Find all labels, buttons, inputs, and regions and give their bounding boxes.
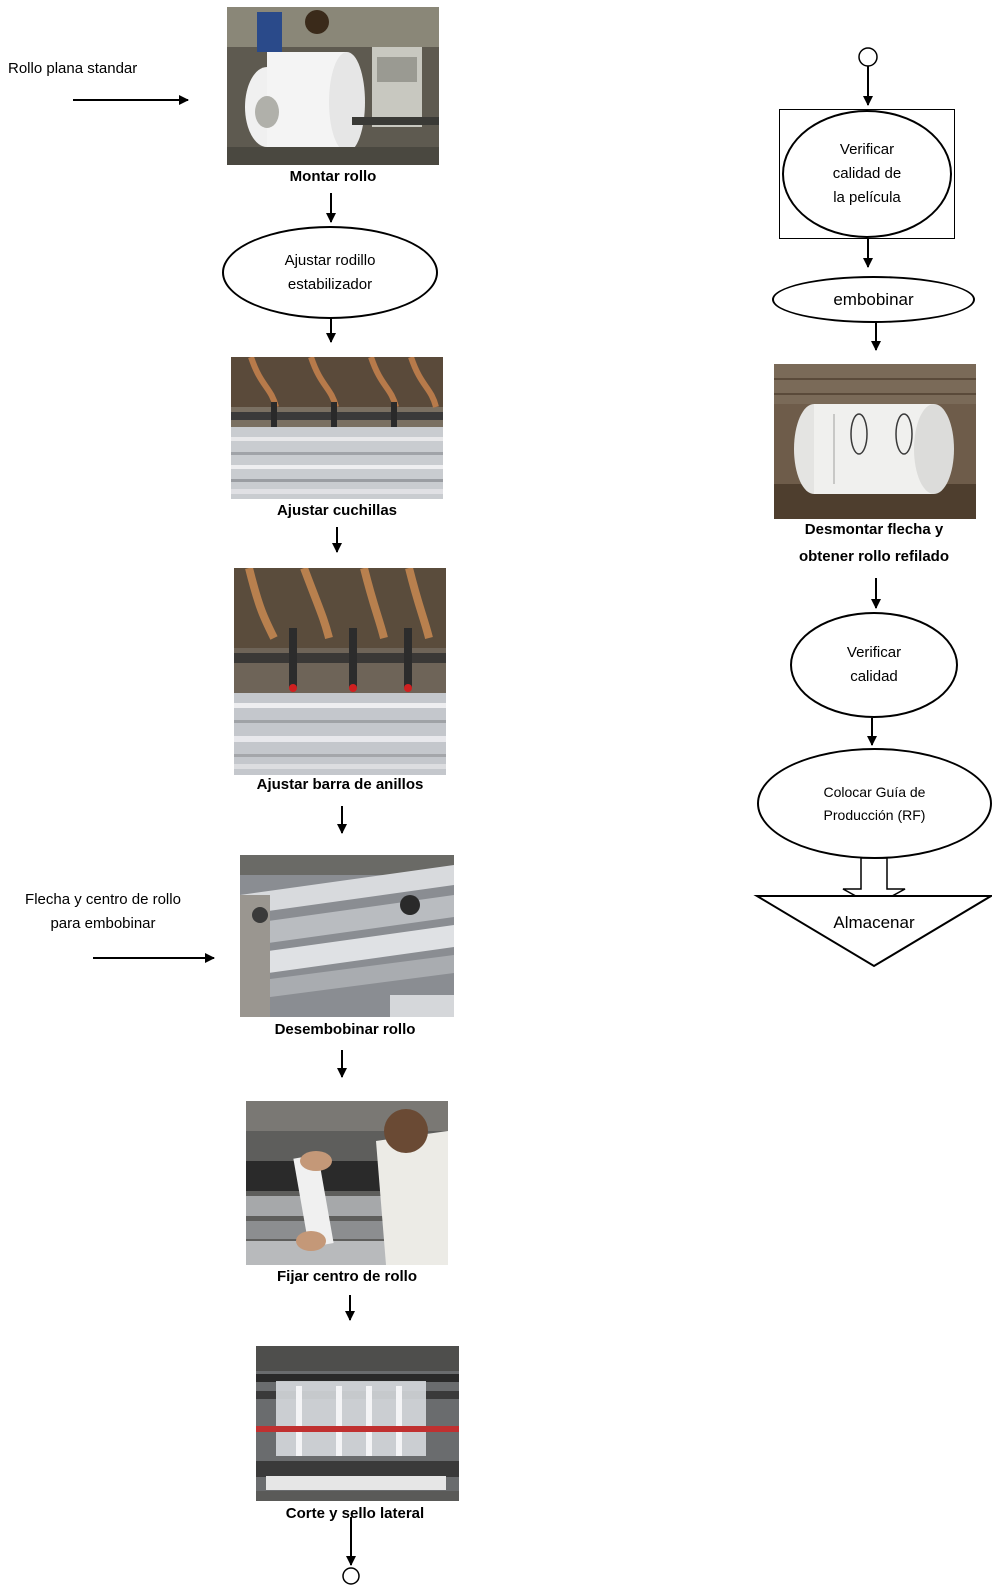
caption-dismount-1: Desmontar flecha y xyxy=(804,521,944,538)
photo-fix-roll-core xyxy=(246,1101,448,1265)
caption-dismount-2: obtener rollo refilado xyxy=(798,548,949,565)
photo-adjust-knives xyxy=(231,357,443,499)
step-place-production-guide: Colocar Guía de Producción (RF) xyxy=(757,748,992,859)
caption-fix-roll-core: Fijar centro de rollo xyxy=(276,1268,418,1285)
step-verify-quality: Verificar calidad xyxy=(790,612,958,718)
caption-mount-roll: Montar rollo xyxy=(289,168,377,185)
photo-adjust-ring-bar xyxy=(234,568,446,775)
inspection-box xyxy=(779,109,955,239)
label-store: Almacenar xyxy=(833,913,915,932)
photo-cut-and-seal xyxy=(256,1346,459,1501)
input-label-shaft: Flecha y centro de rollo para embobinar xyxy=(25,891,181,932)
offpage-connector-out xyxy=(342,1567,360,1585)
caption-unwind-roll: Desembobinar rollo xyxy=(274,1021,416,1038)
photo-unwind-roll xyxy=(240,855,454,1017)
step-wind: embobinar xyxy=(772,276,975,323)
store-triangle xyxy=(753,895,992,968)
step-verify-film-quality: Verificar calidad de la película xyxy=(782,110,952,238)
input-label-roll: Rollo plana standar xyxy=(8,60,138,77)
step-adjust-stabilizer-roller: Ajustar rodillo estabilizador xyxy=(222,226,438,319)
caption-adjust-ring-bar: Ajustar barra de anillos xyxy=(256,776,424,793)
caption-adjust-knives: Ajustar cuchillas xyxy=(276,502,398,519)
caption-cut-and-seal: Corte y sello lateral xyxy=(285,1505,425,1522)
photo-slit-roll xyxy=(774,364,976,519)
offpage-connector-in xyxy=(858,47,878,67)
photo-mount-roll xyxy=(227,7,439,165)
